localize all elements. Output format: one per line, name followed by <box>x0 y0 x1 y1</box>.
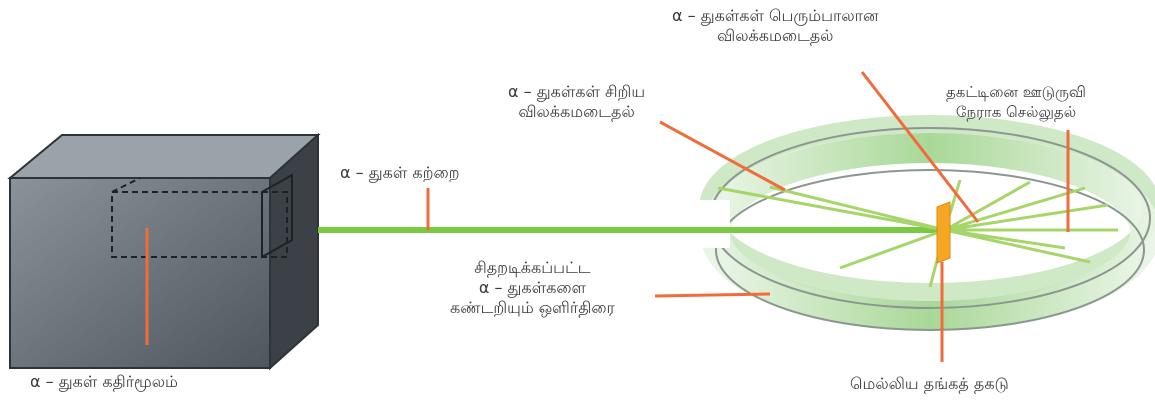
label-small-angle-deflection: α – துகள்கள் சிறிய விலக்கமடைதல் <box>508 82 645 122</box>
label-alpha-source: α – துகள் கதிர்மூலம் <box>30 372 178 391</box>
label-detector-screen: சிதறடிக்கப்பட்ட α – துகள்களை கண்டறியும் … <box>450 258 615 318</box>
screen-line-1: சிதறடிக்கப்பட்ட <box>474 258 591 277</box>
detector-screen-ring <box>690 115 1155 331</box>
label-alpha-beam: α – துகள் கற்றை <box>340 163 460 182</box>
label-gold-foil: மெல்லிய தங்கத் தகடு <box>850 374 1009 393</box>
undeflected-line-2: நேராக செல்லுதல் <box>955 103 1077 121</box>
gold-foil <box>936 201 951 264</box>
label-large-angle-deflection: α – துகள்கள் பெரும்பாலான விலக்கமடைதல் <box>672 6 879 46</box>
screen-line-3: கண்டறியும் ஒளிர்திரை <box>450 298 615 317</box>
screen-line-2: α – துகள்களை <box>478 278 586 297</box>
label-undeflected-pass: தகட்டினை ஊடுருவி நேராக செல்லுதல் <box>946 82 1086 122</box>
alpha-source-box <box>7 132 321 371</box>
large-angle-line-2: விலக்கமடைதல் <box>717 26 834 45</box>
small-angle-line-2: விலக்கமடைதல் <box>518 102 635 121</box>
large-angle-line-1: α – துகள்கள் பெரும்பாலான <box>672 6 879 25</box>
undeflected-line-1: தகட்டினை ஊடுருவி <box>946 83 1086 101</box>
pointer-lines <box>145 71 1070 362</box>
small-angle-line-1: α – துகள்கள் சிறிய <box>508 82 646 101</box>
